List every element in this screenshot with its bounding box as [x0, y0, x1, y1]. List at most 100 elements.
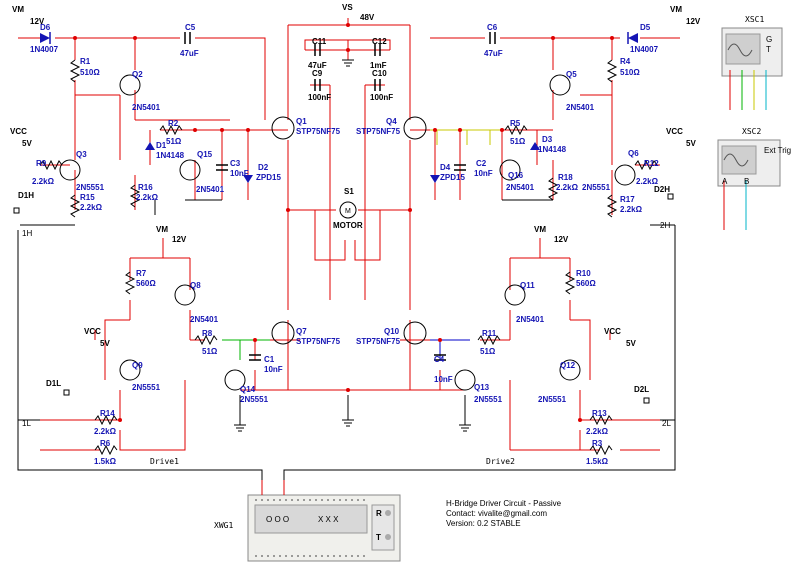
v48-label: 48V	[360, 13, 375, 22]
svg-text:MOTOR: MOTOR	[333, 221, 363, 230]
vm-label-left: VM	[12, 5, 24, 14]
svg-text:R15: R15	[80, 193, 95, 202]
d2h-label: D2H	[654, 185, 670, 194]
capacitor-symbols	[184, 32, 496, 361]
oscilloscope-xsc2[interactable]	[717, 139, 781, 230]
svg-text:1N4007: 1N4007	[30, 45, 59, 54]
svg-text:2.2kΩ: 2.2kΩ	[94, 427, 117, 436]
svg-text:R18: R18	[558, 173, 573, 182]
svg-text:O O O: O O O	[266, 515, 289, 524]
diode-d6-symbol	[40, 32, 51, 44]
svg-text:2.2kΩ: 2.2kΩ	[636, 177, 659, 186]
svg-text:R1: R1	[80, 57, 91, 66]
svg-text:Q16: Q16	[508, 171, 524, 180]
svg-text:C11: C11	[312, 37, 327, 46]
svg-text:2.2kΩ: 2.2kΩ	[620, 205, 643, 214]
svg-text:1mF: 1mF	[370, 61, 387, 70]
svg-text:ZPD15: ZPD15	[440, 173, 465, 182]
svg-text:2.2kΩ: 2.2kΩ	[32, 177, 55, 186]
svg-text:Q2: Q2	[132, 70, 143, 79]
colored-nets	[222, 129, 500, 360]
svg-text:C1: C1	[264, 355, 275, 364]
svg-text:M: M	[345, 208, 351, 215]
svg-text:5V: 5V	[22, 139, 32, 148]
svg-text:VCC: VCC	[666, 127, 683, 136]
svg-text:R4: R4	[620, 57, 631, 66]
svg-text:Q13: Q13	[474, 383, 490, 392]
svg-text:2N5551: 2N5551	[76, 183, 105, 192]
svg-text:VCC: VCC	[84, 327, 101, 336]
svg-text:5V: 5V	[100, 339, 110, 348]
svg-text:1.5kΩ: 1.5kΩ	[94, 457, 117, 466]
xsc1-label: XSC1	[745, 15, 764, 24]
svg-text:R17: R17	[620, 195, 635, 204]
svg-text:R2: R2	[168, 119, 179, 128]
svg-text:2H: 2H	[660, 221, 670, 230]
svg-text:2N5551: 2N5551	[240, 395, 269, 404]
diode-d5-symbol	[627, 32, 638, 44]
svg-text:2N5551: 2N5551	[582, 183, 611, 192]
oscilloscope-xsc1[interactable]	[721, 27, 783, 110]
info-version: Version: 0.2 STABLE	[446, 519, 521, 528]
svg-text:5V: 5V	[626, 339, 636, 348]
svg-text:10nF: 10nF	[264, 365, 283, 374]
svg-text:STP75NF75: STP75NF75	[296, 127, 341, 136]
v12-label-left: 12V	[30, 17, 45, 26]
svg-text:D5: D5	[640, 23, 651, 32]
d1h-label: D1H	[18, 191, 34, 200]
svg-text:Ext Trig: Ext Trig	[764, 146, 791, 155]
svg-text:Q7: Q7	[296, 327, 307, 336]
svg-text:D2: D2	[258, 163, 269, 172]
small-diode-symbols	[145, 142, 540, 183]
ground-symbols	[234, 59, 471, 432]
svg-text:Q9: Q9	[132, 361, 143, 370]
svg-text:Q3: Q3	[76, 150, 87, 159]
svg-text:R10: R10	[576, 269, 591, 278]
svg-text:T: T	[766, 45, 771, 54]
svg-text:STP75NF75: STP75NF75	[356, 127, 401, 136]
svg-text:Q14: Q14	[240, 385, 256, 394]
xsc2-label: XSC2	[742, 127, 761, 136]
svg-text:12V: 12V	[172, 235, 187, 244]
info-block: H-Bridge Driver Circuit - Passive Contac…	[446, 499, 562, 528]
svg-text:C9: C9	[312, 69, 323, 78]
svg-text:R8: R8	[202, 329, 213, 338]
svg-text:47uF: 47uF	[308, 61, 327, 70]
svg-text:1L: 1L	[22, 419, 31, 428]
svg-text:2N5551: 2N5551	[538, 395, 567, 404]
svg-text:R6: R6	[100, 439, 111, 448]
svg-text:STP75NF75: STP75NF75	[356, 337, 401, 346]
svg-text:R14: R14	[100, 409, 115, 418]
svg-text:R12: R12	[644, 159, 659, 168]
svg-text:1N4148: 1N4148	[538, 145, 567, 154]
svg-text:STP75NF75: STP75NF75	[296, 337, 341, 346]
svg-text:2N5551: 2N5551	[132, 383, 161, 392]
svg-text:C3: C3	[230, 159, 241, 168]
d1l-label: D1L	[46, 379, 61, 388]
function-generator-xwg1[interactable]	[247, 480, 401, 562]
signal-wires	[17, 199, 676, 480]
svg-text:VM: VM	[156, 225, 168, 234]
svg-text:2N5401: 2N5401	[190, 315, 219, 324]
connector-pins	[13, 193, 674, 404]
svg-text:560Ω: 560Ω	[576, 279, 596, 288]
svg-text:D4: D4	[440, 163, 451, 172]
resistor-symbols	[39, 59, 658, 456]
svg-text:2L: 2L	[662, 419, 671, 428]
svg-text:1.5kΩ: 1.5kΩ	[586, 457, 609, 466]
svg-text:Q15: Q15	[197, 150, 213, 159]
svg-text:G: G	[766, 35, 772, 44]
info-title: H-Bridge Driver Circuit - Passive	[446, 499, 562, 508]
svg-text:R16: R16	[138, 183, 153, 192]
svg-text:Q6: Q6	[628, 149, 639, 158]
svg-text:Q11: Q11	[520, 281, 535, 290]
svg-text:C12: C12	[372, 37, 387, 46]
svg-text:C2: C2	[476, 159, 487, 168]
svg-text:R3: R3	[592, 439, 603, 448]
svg-text:R7: R7	[136, 269, 147, 278]
svg-text:D1: D1	[156, 141, 167, 150]
svg-text:12V: 12V	[554, 235, 569, 244]
svg-text:2.2kΩ: 2.2kΩ	[136, 193, 159, 202]
svg-text:1H: 1H	[22, 229, 32, 238]
